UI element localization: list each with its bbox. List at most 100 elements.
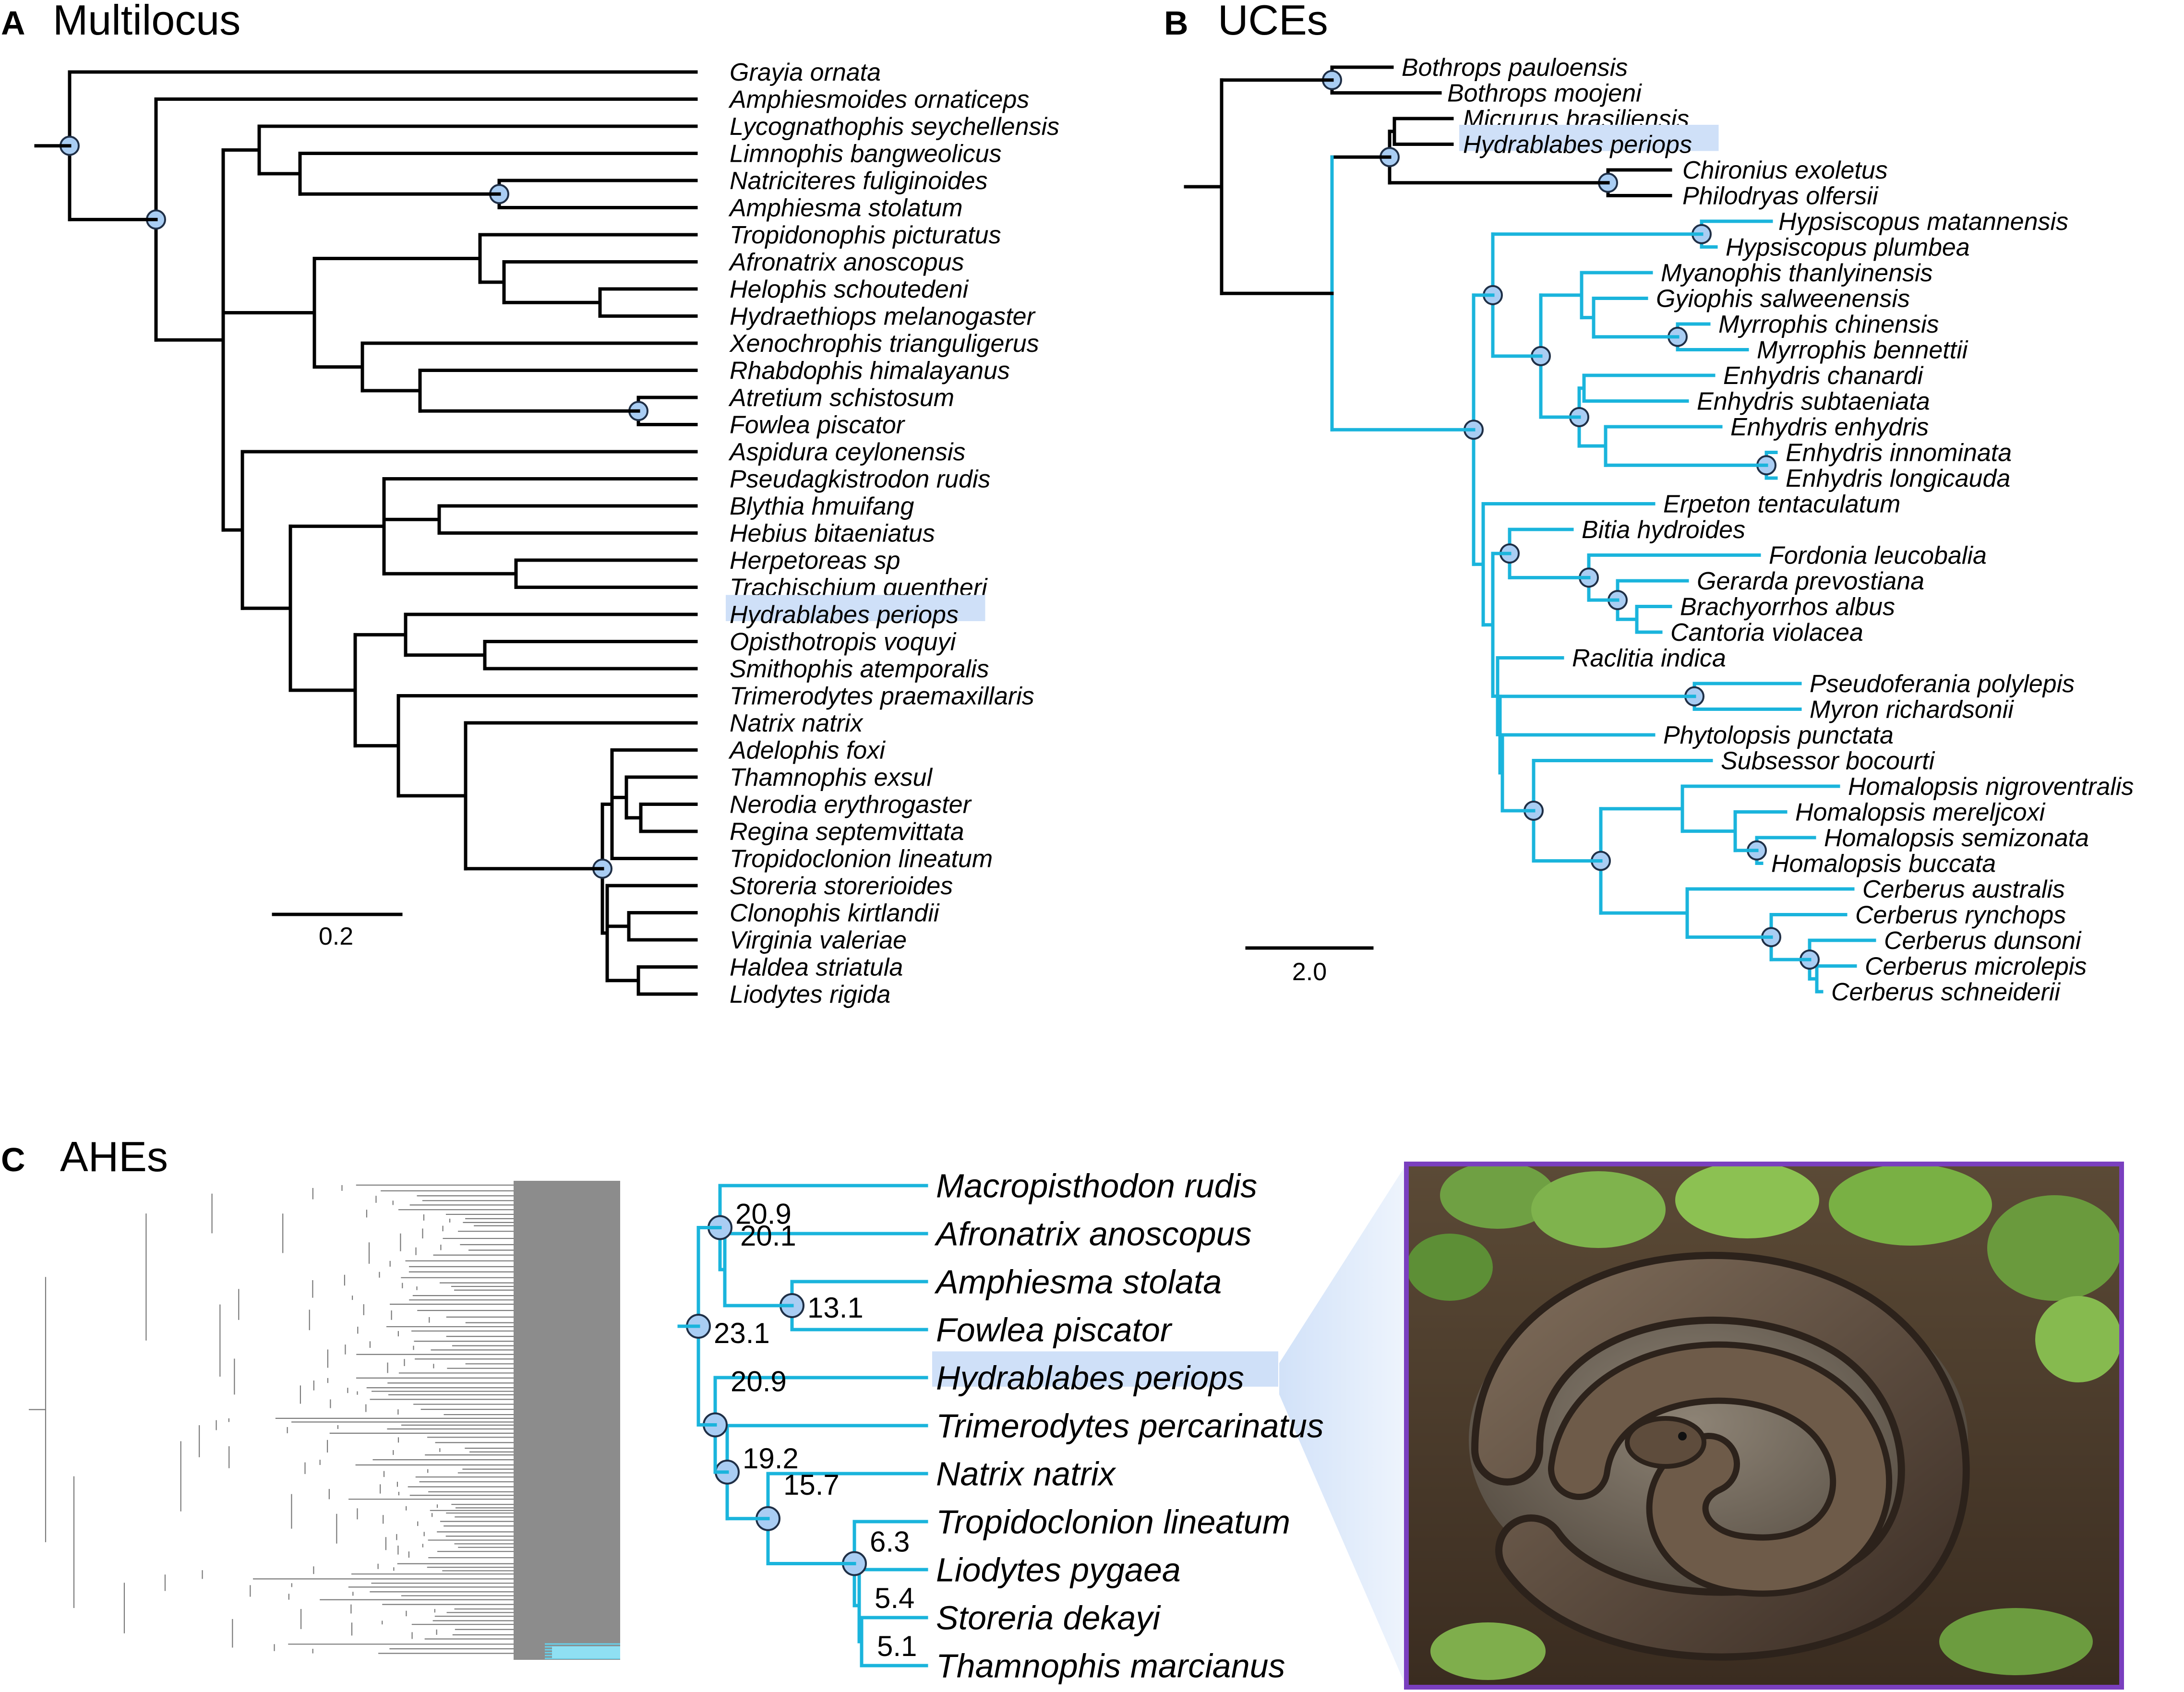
photo-foliage bbox=[1406, 1162, 2122, 1680]
taxon-label: Brachyorrhos albus bbox=[1680, 593, 1895, 621]
taxon-label: Cerberus rynchops bbox=[1855, 901, 2066, 929]
taxon-label: Amphiesma stolatum bbox=[728, 194, 963, 222]
taxon-label: Bitia hydroides bbox=[1582, 516, 1745, 544]
panel-c-tree: 13.120.120.95.15.46.315.719.220.923.1Mac… bbox=[677, 1167, 1324, 1685]
taxon-label: Hebius bitaeniatus bbox=[730, 520, 935, 548]
taxon-label: Myron richardsonii bbox=[1810, 696, 2014, 724]
taxon-label: Tropidonophis picturatus bbox=[730, 221, 1001, 249]
taxon-label: Cerberus dunsoni bbox=[1884, 927, 2082, 955]
taxon-label: Enhydris longicauda bbox=[1786, 465, 2010, 492]
taxon-label: Hydraethiops melanogaster bbox=[730, 303, 1036, 331]
taxon-label: Natrix natrix bbox=[936, 1455, 1116, 1493]
taxon-label: Fordonia leucobalia bbox=[1769, 542, 1987, 570]
taxon-label: Gerarda prevostiana bbox=[1697, 567, 1924, 595]
panel-c: C AHEs 13.120.120.95.15.46.315.719.220.9… bbox=[1, 1133, 2124, 1690]
taxon-label: Virginia valeriae bbox=[730, 926, 907, 954]
taxon-label: Macropisthodon rudis bbox=[936, 1167, 1257, 1205]
taxon-label: Homalopsis nigroventralis bbox=[1848, 773, 2134, 801]
zoom-wedge bbox=[1279, 1164, 1406, 1687]
taxon-highlight bbox=[1459, 124, 1719, 151]
highlighted-taxon-label: Hydrablabes periops bbox=[936, 1359, 1244, 1397]
taxon-label: Homalopsis mereljcoxi bbox=[1795, 799, 2046, 827]
taxon-label: Phytolopsis punctata bbox=[1663, 721, 1894, 749]
taxon-label: Pseudagkistrodon rudis bbox=[730, 466, 990, 493]
taxon-label: Homalopsis buccata bbox=[1771, 850, 1996, 878]
taxon-label: Subsessor bocourti bbox=[1721, 747, 1935, 775]
taxon-label: Myrrophis chinensis bbox=[1718, 311, 1939, 338]
taxon-label: Myrrophis bennettii bbox=[1757, 336, 1968, 364]
taxon-label: Cerberus schneiderii bbox=[1831, 978, 2061, 1006]
overview-tip-block bbox=[514, 1181, 620, 1660]
taxon-highlight bbox=[726, 595, 985, 622]
node-age-label: 19.2 bbox=[743, 1442, 799, 1475]
panel-c-letter: C bbox=[1, 1141, 25, 1178]
panel-b-scale-label: 2.0 bbox=[1292, 958, 1327, 986]
node-age-label: 5.4 bbox=[875, 1582, 914, 1614]
taxon-label: Natrix natrix bbox=[730, 709, 864, 737]
taxon-label: Pseudoferania polylepis bbox=[1810, 670, 2075, 698]
taxon-label: Rhabdophis himalayanus bbox=[730, 357, 1010, 385]
node-age-label: 20.1 bbox=[740, 1220, 796, 1252]
taxon-label: Bothrops moojeni bbox=[1447, 80, 1642, 108]
taxon-label: Fowlea piscator bbox=[936, 1311, 1173, 1349]
taxon-label: Enhydris chanardi bbox=[1723, 362, 1924, 390]
panel-b-title: UCEs bbox=[1218, 0, 1328, 44]
taxon-label: Cerberus australis bbox=[1862, 876, 2065, 903]
node-age-label: 6.3 bbox=[870, 1526, 910, 1558]
taxon-label: Erpeton tentaculatum bbox=[1663, 491, 1900, 518]
taxon-label: Thamnophis marcianus bbox=[936, 1647, 1285, 1685]
taxon-label: Enhydris subtaeniata bbox=[1697, 388, 1930, 416]
panel-a-scale-label: 0.2 bbox=[319, 923, 353, 950]
photo-frame bbox=[1404, 1162, 2124, 1690]
taxon-label: Smithophis atemporalis bbox=[730, 655, 989, 683]
taxon-label: Haldea striatula bbox=[730, 954, 903, 982]
node-age-label: 5.1 bbox=[877, 1630, 917, 1662]
taxon-label: Xenochrophis trianguligerus bbox=[729, 330, 1039, 358]
panel-c-title: AHEs bbox=[60, 1133, 168, 1180]
taxon-label: Lycognathophis seychellensis bbox=[730, 113, 1059, 141]
taxon-label: Amphiesma stolata bbox=[934, 1263, 1222, 1301]
taxon-label: Regina septemvittata bbox=[730, 818, 964, 846]
taxon-label: Philodryas olfersii bbox=[1682, 182, 1879, 210]
node-age-label: 23.1 bbox=[714, 1317, 770, 1349]
taxon-label: Helophis schoutedeni bbox=[730, 276, 969, 303]
taxon-label: Myanophis thanlyinensis bbox=[1661, 259, 1933, 287]
taxon-label: Blythia hmuifang bbox=[730, 492, 914, 520]
taxon-label: Amphiesmoides ornaticeps bbox=[728, 86, 1029, 114]
taxon-highlight bbox=[932, 1351, 1278, 1387]
taxon-label: Thamnophis exsul bbox=[730, 764, 933, 792]
panel-a-title: Multilocus bbox=[53, 0, 240, 44]
taxon-label: Chironius exoletus bbox=[1682, 156, 1888, 184]
taxon-label: Trimerodytes percarinatus bbox=[936, 1407, 1324, 1445]
taxon-label: Fowlea piscator bbox=[730, 411, 906, 439]
taxon-label: Enhydris enhydris bbox=[1730, 413, 1929, 441]
taxon-label: Cantoria violacea bbox=[1670, 619, 1863, 647]
taxon-label: Tropidoclonion lineatum bbox=[730, 845, 993, 873]
node-age-label: 15.7 bbox=[783, 1469, 840, 1501]
node-age-label: 20.9 bbox=[735, 1198, 792, 1230]
snake-photo bbox=[1404, 1162, 2124, 1690]
panel-a-letter: A bbox=[1, 4, 25, 42]
taxon-label: Grayia ornata bbox=[730, 59, 881, 86]
node-age-label: 20.9 bbox=[731, 1365, 787, 1397]
taxon-label: Opisthotropis voquyi bbox=[730, 628, 957, 656]
taxon-label: Clonophis kirtlandii bbox=[730, 900, 940, 927]
panel-c-overview-tree bbox=[29, 1181, 620, 1660]
overview-highlight-block bbox=[552, 1646, 620, 1658]
taxon-label: Liodytes pygaea bbox=[936, 1551, 1181, 1589]
node-age-label: 13.1 bbox=[807, 1292, 864, 1324]
taxon-label: Atretium schistosum bbox=[728, 384, 954, 412]
taxon-label: Herpetoreas sp bbox=[730, 547, 900, 575]
taxon-label: Hypsiscopus plumbea bbox=[1726, 234, 1970, 262]
taxon-label: Cerberus microlepis bbox=[1865, 953, 2087, 981]
taxon-label: Storeria storerioides bbox=[730, 872, 953, 900]
taxon-label: Afronatrix anoscopus bbox=[728, 249, 964, 276]
taxon-label: Enhydris innominata bbox=[1786, 439, 2012, 467]
taxon-label: Aspidura ceylonensis bbox=[728, 438, 965, 466]
panel-a: A Multilocus Grayia ornataAmphiesmoides … bbox=[1, 0, 1059, 1008]
taxon-label: Liodytes rigida bbox=[730, 981, 890, 1008]
panel-b-letter: B bbox=[1164, 4, 1188, 42]
